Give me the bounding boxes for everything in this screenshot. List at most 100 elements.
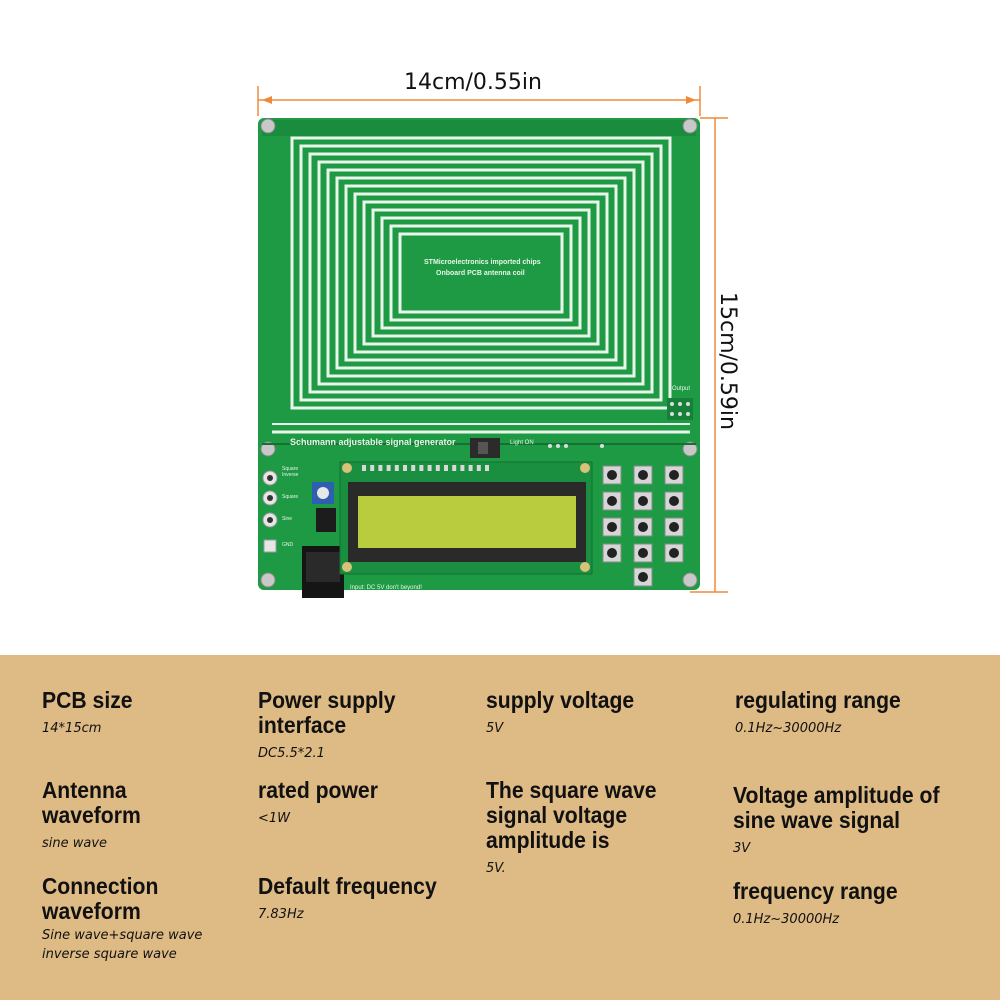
spec-default-frequency: Default frequency 7.83Hz: [258, 874, 478, 924]
spec-value: 3V: [733, 841, 751, 856]
spec-title: Voltage amplitude of sine wave signal: [733, 782, 940, 833]
spec-pcb-size: PCB size 14*15cm: [42, 688, 242, 738]
header-pin: [362, 465, 366, 471]
spec-value: 5V.: [486, 861, 506, 876]
coil-loop: [290, 136, 672, 410]
keypad-button: [602, 517, 622, 537]
dimension-height-label: 15cm/0.59in: [715, 292, 740, 430]
board-title: Schumann adjustable signal generator: [290, 437, 456, 447]
light-label: Light ON: [510, 440, 534, 446]
header-pin: [460, 465, 465, 471]
spec-value: DC5.5*2.1: [258, 746, 325, 761]
spec-sine-wave-amplitude: Voltage amplitude of sine wave signal 3V: [733, 783, 978, 858]
dc-power-jack: [302, 546, 344, 598]
input-label: Input: DC 5V don't beyond!: [350, 585, 422, 591]
keypad-button: [664, 517, 684, 537]
lcd-module: [339, 461, 593, 575]
output-label: Output: [672, 386, 691, 392]
mounting-holes: [260, 118, 698, 588]
coil-loop: [326, 168, 636, 378]
keypad-button: [602, 465, 622, 485]
header-pin: [403, 465, 407, 471]
coil-label: Onboard PCB antenna coil: [436, 270, 525, 277]
keypad-button: [633, 517, 653, 537]
potentiometer: [312, 482, 334, 504]
coil-loop: [380, 216, 582, 330]
header-pin: [444, 465, 448, 471]
header-pin: [485, 465, 489, 471]
keypad-button: [633, 465, 653, 485]
keypad-button: [664, 543, 684, 563]
spec-title: The square wave signal voltage amplitude…: [486, 777, 657, 853]
spec-square-wave-amplitude: The square wave signal voltage amplitude…: [486, 778, 676, 878]
square-inverse-label: Square Inverse: [282, 466, 299, 478]
coil-loop: [371, 208, 591, 338]
product-photo: 14cm/0.55in 15cm/0.59in STMicroelectroni…: [257, 70, 740, 598]
coil-loop: [335, 176, 627, 370]
coil-center: [405, 240, 555, 298]
header-pin: [468, 465, 473, 471]
spec-value: 0.1Hz~30000Hz: [733, 912, 840, 927]
spec-title: Antenna waveform: [42, 777, 141, 828]
spec-power-interface: Power supply interface DC5.5*2.1: [258, 688, 438, 763]
keypad-button: [664, 465, 684, 485]
power-switch: [470, 438, 500, 458]
coil-loop: [353, 192, 609, 354]
keypad-button: [602, 491, 622, 511]
chip-label: STMicroelectronics imported chips: [424, 259, 541, 266]
header-pin: [411, 465, 416, 471]
ic-chip: [316, 508, 336, 532]
spec-title: supply voltage: [486, 687, 635, 713]
sine-label: Sine: [282, 516, 293, 522]
keypad: [602, 465, 684, 587]
output-jacks: [262, 470, 278, 553]
spec-title: Default frequency: [258, 873, 437, 899]
header-pin: [452, 465, 457, 471]
header-pin: [427, 465, 432, 471]
spec-value: 0.1Hz~30000Hz: [735, 721, 842, 736]
dimension-lines: [257, 86, 728, 593]
coil-loop: [308, 152, 654, 394]
spec-title: regulating range: [735, 687, 901, 713]
coil-loop: [389, 224, 573, 322]
coil-loop: [344, 184, 618, 362]
spec-connection-waveform: Connection waveform Sine wave+square wav…: [42, 874, 242, 964]
spec-rated-power: rated power <1W: [258, 778, 458, 828]
spec-panel: PCB size 14*15cm Power supply interface …: [0, 655, 1000, 1000]
spec-title: Connection waveform: [42, 873, 159, 924]
spec-supply-voltage: supply voltage 5V: [486, 688, 706, 738]
spec-value: 7.83Hz: [258, 907, 304, 922]
header-pin: [394, 465, 399, 471]
spec-regulating-range: regulating range 0.1Hz~30000Hz: [735, 688, 975, 738]
pcb-board-illustration: [257, 86, 728, 598]
pcb-antenna-coil: [290, 136, 672, 410]
spec-value: 14*15cm: [42, 721, 102, 736]
coil-loop: [362, 200, 600, 346]
square-label: Square: [282, 494, 299, 500]
gnd-label: GND: [282, 542, 294, 548]
coil-loop: [317, 160, 645, 386]
coil-loop: [299, 144, 663, 402]
header-pin: [378, 465, 383, 471]
keypad-button: [633, 491, 653, 511]
spec-value: sine wave: [42, 836, 108, 851]
keypad-button: [633, 567, 653, 587]
dimension-width-label: 14cm/0.55in: [404, 70, 542, 95]
header-pin: [370, 465, 375, 471]
coil-loop: [398, 232, 564, 314]
output-header: [667, 398, 693, 420]
spec-title: frequency range: [733, 878, 898, 904]
header-pin: [476, 465, 481, 471]
header-pin: [386, 465, 391, 471]
keypad-button: [602, 543, 622, 563]
header-pin: [435, 465, 440, 471]
spec-title: PCB size: [42, 687, 133, 713]
keypad-button: [633, 543, 653, 563]
spec-value: 5V: [486, 721, 504, 736]
spec-title: rated power: [258, 777, 378, 803]
keypad-button: [664, 491, 684, 511]
spec-value: <1W: [258, 811, 291, 826]
spec-title: Power supply interface: [258, 687, 396, 738]
spec-value: Sine wave+square wave inverse square wav…: [42, 928, 203, 962]
spec-frequency-range: frequency range 0.1Hz~30000Hz: [733, 879, 978, 929]
